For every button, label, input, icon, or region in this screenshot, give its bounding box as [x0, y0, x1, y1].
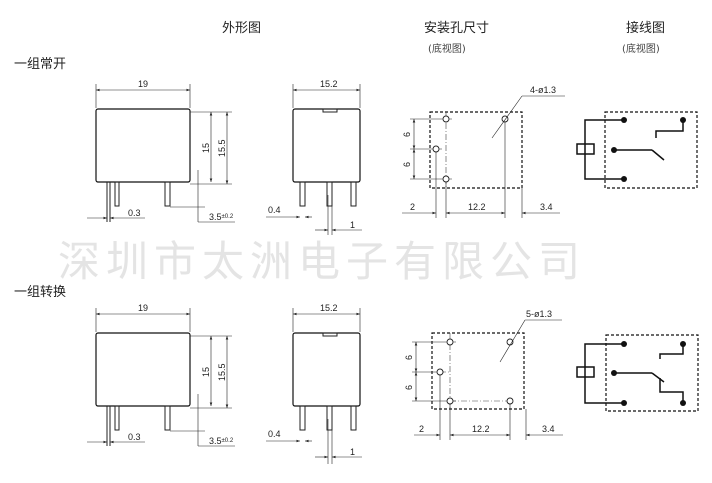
- dim-side-width: 15.2: [320, 303, 338, 313]
- dim-pin-length: 3.5±0.2: [209, 212, 234, 222]
- dim-height-total: 15.5: [217, 139, 227, 157]
- header-wiring: 接线图: [626, 20, 665, 36]
- row-normally-open: 一组常开 19 15 15.5 0.3 3.5±0.2 15.2: [14, 57, 698, 235]
- front-view: 19 15 15.5 0.3 3.5±0.2: [87, 303, 235, 447]
- dim-hole-v1: 6: [404, 355, 414, 360]
- dim-pin-thickness: 0.3: [128, 432, 141, 442]
- dim-hole-v1: 6: [402, 132, 412, 137]
- dim-hole-v2: 6: [402, 162, 412, 167]
- wiring-diagram: [576, 111, 698, 189]
- front-view: 19 15 15.5 0.3 3.5±0.2: [87, 79, 235, 223]
- watermark: 深圳市太洲电子有限公司: [58, 237, 586, 286]
- dim-side-pitch: 1: [350, 447, 355, 457]
- dim-width: 19: [138, 303, 148, 313]
- header-mounting: 安装孔尺寸: [424, 21, 489, 36]
- dim-width: 19: [138, 79, 148, 89]
- side-view: 15.2 0.4 1: [266, 303, 362, 464]
- dim-hole-b1: 2: [419, 424, 424, 434]
- dim-side-pitch: 1: [350, 220, 355, 230]
- hole-callout: 5-ø1.3: [526, 309, 552, 319]
- wiring-diagram: [576, 334, 699, 412]
- dim-side-pin: 0.4: [268, 205, 281, 215]
- dim-hole-b2: 12.2: [472, 424, 490, 434]
- dim-hole-v2: 6: [404, 385, 414, 390]
- header-wiring-sub: (底视图): [622, 42, 660, 55]
- dim-pin-length: 3.5±0.2: [209, 436, 234, 446]
- dim-pin-thickness: 0.3: [128, 208, 141, 218]
- side-view: 15.2 0.4 1: [266, 79, 362, 235]
- mounting-holes: 6 6 5-ø1.3 2 12.2 3.4: [404, 309, 563, 440]
- row-changeover: 一组转换 19 15 15.5 0.3 3.5±0.2 15.2: [14, 285, 699, 464]
- dim-height-body: 15: [201, 367, 211, 377]
- row-label: 一组常开: [14, 57, 66, 72]
- dim-hole-b1: 2: [410, 202, 415, 212]
- mounting-holes: 6 6 4-ø1.3 2 12.2 3.4: [402, 85, 565, 218]
- hole-callout: 4-ø1.3: [530, 85, 556, 95]
- header-outline: 外形图: [222, 21, 261, 36]
- dim-side-width: 15.2: [320, 79, 338, 89]
- dim-side-pin: 0.4: [268, 429, 281, 439]
- dim-hole-b3: 3.4: [540, 202, 553, 212]
- dim-hole-b2: 12.2: [468, 202, 486, 212]
- dim-height-total: 15.5: [217, 363, 227, 381]
- row-label: 一组转换: [14, 285, 66, 300]
- dim-hole-b3: 3.4: [542, 424, 555, 434]
- dim-height-body: 15: [201, 143, 211, 153]
- header-mounting-sub: (底视图): [428, 42, 466, 55]
